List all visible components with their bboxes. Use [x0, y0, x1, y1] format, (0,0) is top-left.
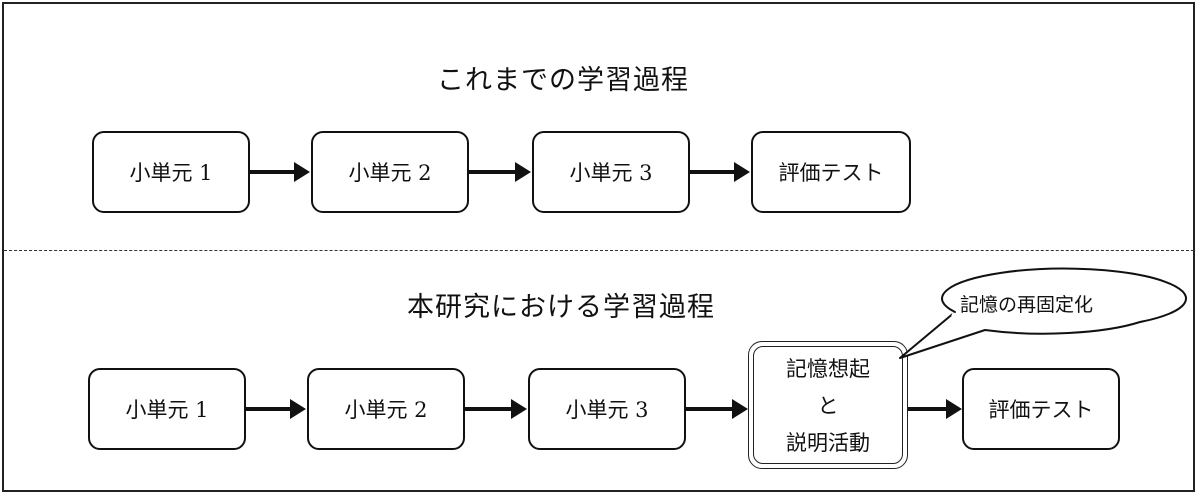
bottom-arrow-3 — [686, 399, 748, 419]
bottom-step-box-test: 評価テスト — [962, 368, 1120, 450]
bottom-step-box-3: 小単元 3 — [528, 368, 686, 450]
bottom-step-box-1: 小単元 1 — [88, 368, 246, 450]
bottom-section-title: 本研究における学習過程 — [407, 292, 715, 323]
memory-recall-explanation-box: 記憶想起 と 説明活動 — [748, 341, 908, 469]
top-step-box-1: 小単元 1 — [92, 131, 250, 213]
highlight-line-3: 説明活動 — [786, 431, 870, 455]
memory-recall-explanation-inner: 記憶想起 と 説明活動 — [753, 346, 903, 464]
bottom-arrow-1 — [246, 399, 306, 419]
top-step-box-2: 小単元 2 — [311, 131, 469, 213]
top-arrow-1 — [250, 162, 310, 182]
top-arrow-2 — [469, 162, 531, 182]
top-step-box-3: 小単元 3 — [532, 131, 690, 213]
top-section-title: これまでの学習過程 — [437, 65, 689, 96]
bottom-arrow-2 — [465, 399, 527, 419]
bottom-arrow-4 — [908, 399, 962, 419]
top-arrow-3 — [690, 162, 750, 182]
section-divider — [4, 250, 1194, 251]
callout-text: 記憶の再固定化 — [960, 294, 1094, 316]
highlight-line-2: と — [817, 394, 839, 418]
callout-bubble-shape — [899, 267, 1188, 359]
callout-bubble-mask — [951, 312, 987, 329]
highlight-line-1: 記憶想起 — [786, 357, 870, 381]
top-step-box-test: 評価テスト — [751, 131, 911, 213]
bottom-step-box-2: 小単元 2 — [307, 368, 465, 450]
